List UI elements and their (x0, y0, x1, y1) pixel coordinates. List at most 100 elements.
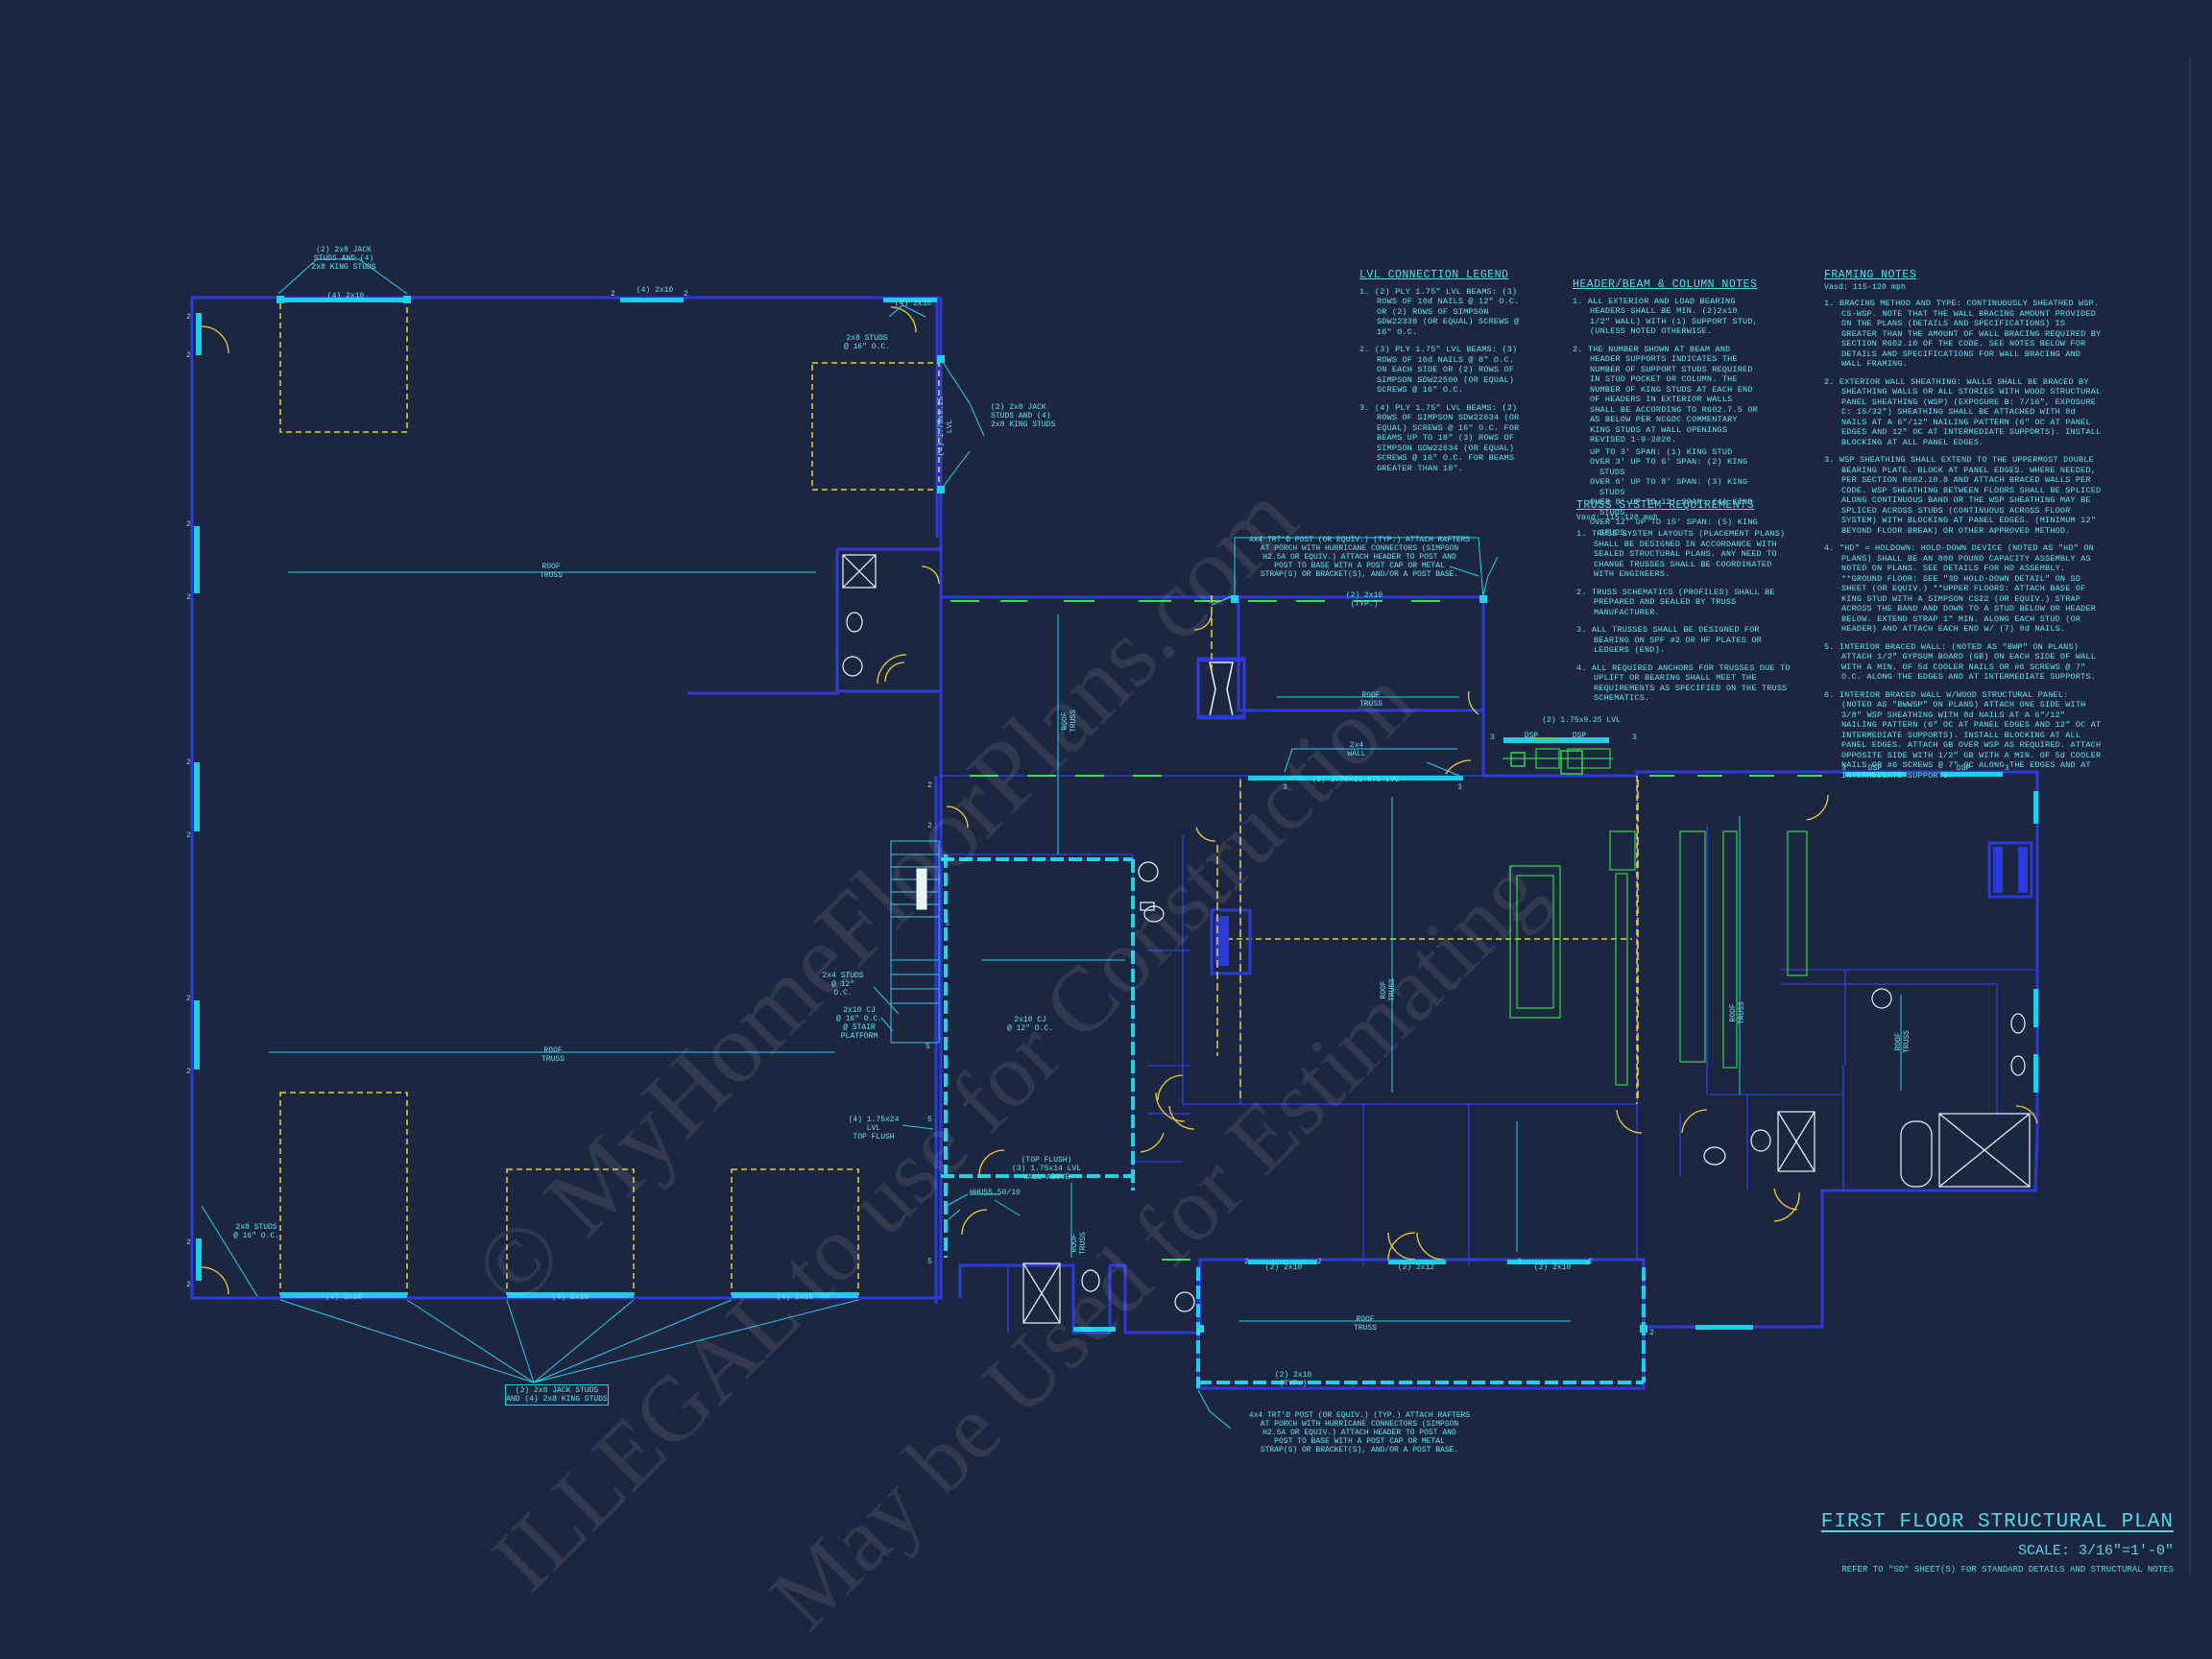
svg-text:2: 2 (186, 995, 191, 1003)
sheet-title: FIRST FLOOR STRUCTURAL PLAN (1820, 1511, 2174, 1533)
label-lvl-side: (4) 1.75x9.25 LVL (937, 396, 954, 457)
header-notes-heading: HEADER/BEAM & COLUMN NOTES (1573, 278, 1758, 291)
lvl-legend-item: 2. (3) PLY 1.75" LVL BEAMS: (3) ROWS OF … (1359, 345, 1518, 395)
lvl-legend-item: 3. (4) PLY 1.75" LVL BEAMS: (2) ROWS OF … (1359, 402, 1520, 473)
label-roof-truss-vert: ROOF TRUSS (1061, 709, 1078, 733)
doors (201, 306, 2038, 1295)
svg-text:2: 2 (186, 351, 191, 360)
framing-notes: FRAMING NOTES Vasd: 115-120 mph 1. BRACI… (1824, 269, 2103, 788)
label-roof-truss-upper: ROOF TRUSS (539, 563, 563, 580)
svg-text:2: 2 (186, 520, 191, 529)
fireplaces (1196, 657, 2033, 975)
label-dsp-1: DSP (1524, 732, 1539, 740)
label-porch-header-top: (2) 2x10 (TYP.) (1345, 591, 1383, 609)
bath-fixtures (842, 554, 2031, 1324)
svg-text:2: 2 (186, 1281, 191, 1289)
beams-dashed (941, 854, 1646, 1388)
truss-wind-speed: Vasd: 115-120 mph (1576, 513, 1659, 522)
label-top-flush-lvl: (TOP FLUSH) (3) 1.75x14 LVL WALL ABOVE (1011, 1156, 1081, 1182)
label-dsp-3: DSP (1867, 764, 1883, 773)
svg-text:3: 3 (1457, 783, 1462, 792)
label-studs-12: 2x4 STUDS @ 12" O.C. (822, 972, 864, 998)
svg-text:3: 3 (1841, 764, 1846, 773)
label-cj-mid: 2x10 CJ @ 12" O.C. (1006, 1016, 1053, 1033)
label-dsp-2: DSP (1572, 732, 1587, 740)
label-post-note-bottom: 4x4 TRT'D POST (OR EQUIV.) (TYP.) ATTACH… (1248, 1411, 1471, 1455)
svg-text:2: 2 (1317, 1258, 1322, 1266)
svg-text:2: 2 (1517, 1258, 1522, 1266)
label-header-top-right: (4) 2x10 (894, 300, 932, 308)
svg-text:2: 2 (611, 290, 615, 299)
label-lvl-mid: (2) 1.75x9.25 LVL (1542, 716, 1621, 725)
truss-system-requirements: TRUSS SYSTEM REQUIREMENTS Vasd: 115-120 … (1576, 499, 1793, 711)
label-dsp-4: DSP (1956, 764, 1971, 773)
lvl-connection-legend: LVL CONNECTION LEGEND 1. (2) PLY 1.75" L… (1359, 269, 1521, 481)
label-header-top-mid: (4) 2x10 (636, 286, 674, 295)
label-roof-truss-right: ROOF TRUSS (1729, 1001, 1746, 1025)
label-hdr-bot-2: (4) 2x10 (551, 1293, 589, 1302)
label-jack-studs-topleft: (2) 2x8 JACK STUDS AND (4) 2x8 KING STUD… (311, 246, 376, 272)
svg-text:2: 2 (927, 822, 932, 830)
svg-text:5: 5 (945, 920, 950, 928)
label-lvl-hall: (3) 1.75x11.875 LVL (1311, 776, 1400, 784)
stair (890, 840, 940, 1044)
label-jack-studs-bottom: (2) 2x8 JACK STUDS AND (4) 2x8 KING STUD… (505, 1384, 609, 1406)
label-hdr-study: (2) 2x10 (1533, 1263, 1572, 1272)
label-roof-truss-porch: ROOF TRUSS (1358, 691, 1382, 709)
stud-ticks (950, 600, 1822, 1261)
label-jack-studs-topright: (2) 2x8 JACK STUDS AND (4) 2x8 KING STUD… (991, 403, 1056, 429)
svg-text:2: 2 (186, 1068, 191, 1076)
svg-text:2: 2 (1649, 1329, 1654, 1337)
label-roof-truss-lower: ROOF TRUSS (541, 1046, 565, 1064)
label-hdr-bot-1: (4) 2x10 (325, 1293, 363, 1302)
svg-text:2: 2 (927, 781, 932, 790)
label-hdr-foyer: (2) 2x12 (1397, 1263, 1435, 1272)
framing-note-item: 6. INTERIOR BRACED WALL W/WOOD STRUCTURA… (1824, 689, 2102, 781)
label-roof-truss-bath: ROOF TRUSS (1894, 1030, 1911, 1054)
framing-wind-speed: Vasd: 115-120 mph (1824, 282, 1907, 292)
svg-text:3: 3 (1490, 733, 1495, 742)
framing-note-item: 2. EXTERIOR WALL SHEATHING: WALLS SHALL … (1824, 376, 2102, 447)
header-note-item: 1. ALL EXTERIOR AND LOAD BEARING HEADERS… (1573, 296, 1758, 337)
sheet-reference: REFER TO "SD" SHEET(S) FOR STANDARD DETA… (1841, 1565, 2174, 1575)
label-hdr-bot-3: (4) 2x10 (776, 1293, 814, 1302)
label-header-top-left: (4) 2x10 (326, 292, 365, 301)
king-stud-rule: UP TO 3' SPAN: (1) KING STUD (1590, 446, 1733, 457)
king-stud-rule: OVER 3' UP TO 6' SPAN: (2) KING STUDS (1590, 457, 1748, 477)
svg-text:3: 3 (1632, 733, 1637, 742)
svg-text:2: 2 (186, 313, 191, 322)
label-cj-stair: 2x10 CJ @ 16" O.C. @ STAIR PLATFORM (835, 1006, 882, 1041)
svg-text:5: 5 (927, 1258, 932, 1266)
framing-note-item: 1. BRACING METHOD AND TYPE: CONTINUOUSLY… (1824, 299, 2102, 369)
label-roof-truss-center: ROOF TRUSS (1380, 978, 1397, 1002)
framing-notes-heading: FRAMING NOTES (1824, 269, 1917, 281)
sheet-scale: SCALE: 3/16"=1'-0" (2017, 1543, 2174, 1559)
truss-notes-heading: TRUSS SYSTEM REQUIREMENTS (1576, 499, 1755, 512)
king-stud-rule: OVER 6' UP TO 8' SPAN: (3) KING STUDS (1590, 477, 1748, 497)
svg-text:5: 5 (927, 1116, 932, 1124)
framing-note-item: 4. "HD" = HOLDOWN: HOLD-DOWN DEVICE (NOT… (1824, 543, 2097, 634)
svg-text:2: 2 (186, 1238, 191, 1247)
leader-lines (201, 258, 1499, 1430)
posts (276, 296, 1647, 1333)
exterior-walls (190, 296, 2039, 1390)
label-hall: 2x4 WALL (1347, 741, 1366, 758)
span-lines (269, 571, 1902, 1322)
lvl-legend-heading: LVL CONNECTION LEGEND (1359, 269, 1509, 281)
framing-note-item: 3. WSP SHEATHING SHALL EXTEND TO THE UPP… (1824, 455, 2102, 536)
svg-text:2: 2 (186, 758, 191, 767)
header-note-item: 2. THE NUMBER SHOWN AT BEAM AND HEADER S… (1573, 344, 1758, 445)
svg-text:2: 2 (1196, 1329, 1201, 1337)
framing-note-item: 5. INTERIOR BRACED WALL: (NOTED AS "BWP"… (1824, 641, 2097, 683)
truss-note-item: 3. ALL TRUSSES SHALL BE DESIGNED FOR BEA… (1576, 625, 1762, 655)
lvl-legend-item: 1. (2) PLY 1.75" LVL BEAMS: (3) ROWS OF … (1359, 286, 1520, 337)
label-studs-corner: 2x8 STUDS @ 16" O.C. (232, 1223, 279, 1240)
svg-text:2: 2 (1244, 1258, 1249, 1266)
svg-text:2: 2 (1588, 1258, 1593, 1266)
king-stud-rule: OVER 12' UP TO 15' SPAN: (5) KING STUDS (1590, 517, 1758, 538)
label-lvl-top-flush: (4) 1.75x24 LVL TOP FLUSH (848, 1116, 900, 1142)
label-hdr-dining: (2) 2x10 (1264, 1263, 1303, 1272)
svg-text:3: 3 (1283, 783, 1287, 792)
